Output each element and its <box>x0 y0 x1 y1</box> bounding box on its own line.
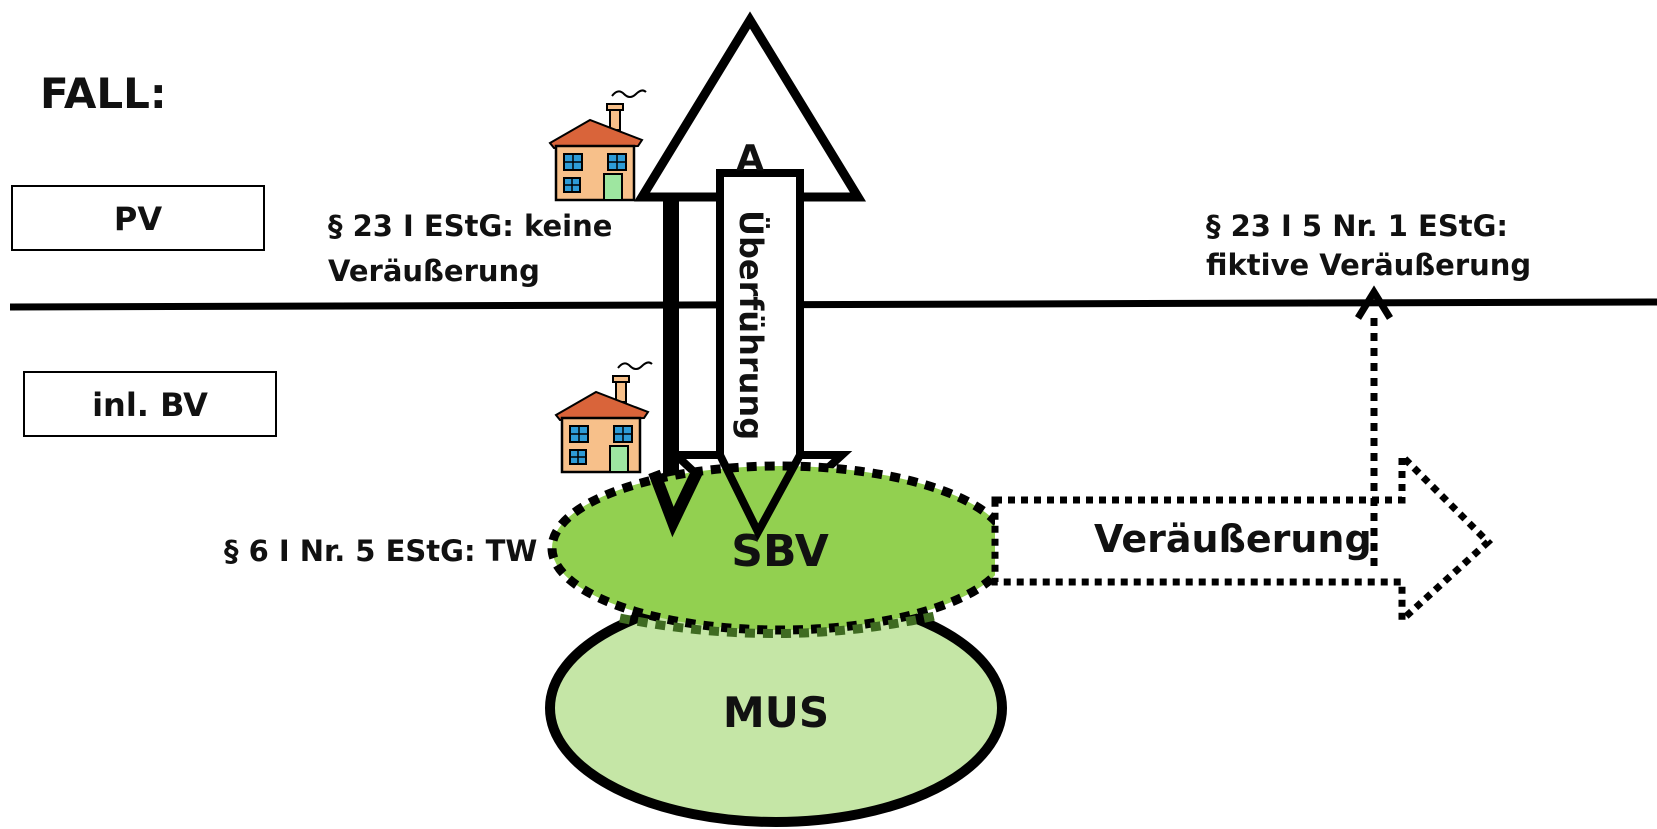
house-icon-pv <box>548 89 648 202</box>
sale-label: Veräußerung <box>1094 517 1372 561</box>
house-icon-bv <box>554 361 654 474</box>
inl-bv-label: inl. BV <box>92 386 208 424</box>
divider-line <box>9 298 1657 311</box>
fictitious-sale-label-line2: fiktive Veräußerung <box>1206 248 1531 282</box>
fictitious-sale-arrow <box>1355 285 1393 566</box>
mus-label: MUS <box>723 688 829 737</box>
pv-box: PV <box>11 185 265 251</box>
page-title: FALL: <box>40 69 167 118</box>
no-sale-label-line1: § 23 I EStG: keine <box>328 209 612 243</box>
valuation-label: § 6 I Nr. 5 EStG: TW <box>224 534 537 568</box>
no-sale-label-line2: Veräußerung <box>328 254 540 288</box>
pv-label: PV <box>114 200 162 238</box>
person-label: A <box>736 138 764 179</box>
transfer-label: Überführung <box>732 210 770 440</box>
inl-bv-box: inl. BV <box>23 371 277 437</box>
sale-arrow <box>991 447 1494 628</box>
sbv-label: SBV <box>731 526 829 577</box>
fictitious-sale-label-line1: § 23 I 5 Nr. 1 EStG: <box>1206 209 1508 243</box>
